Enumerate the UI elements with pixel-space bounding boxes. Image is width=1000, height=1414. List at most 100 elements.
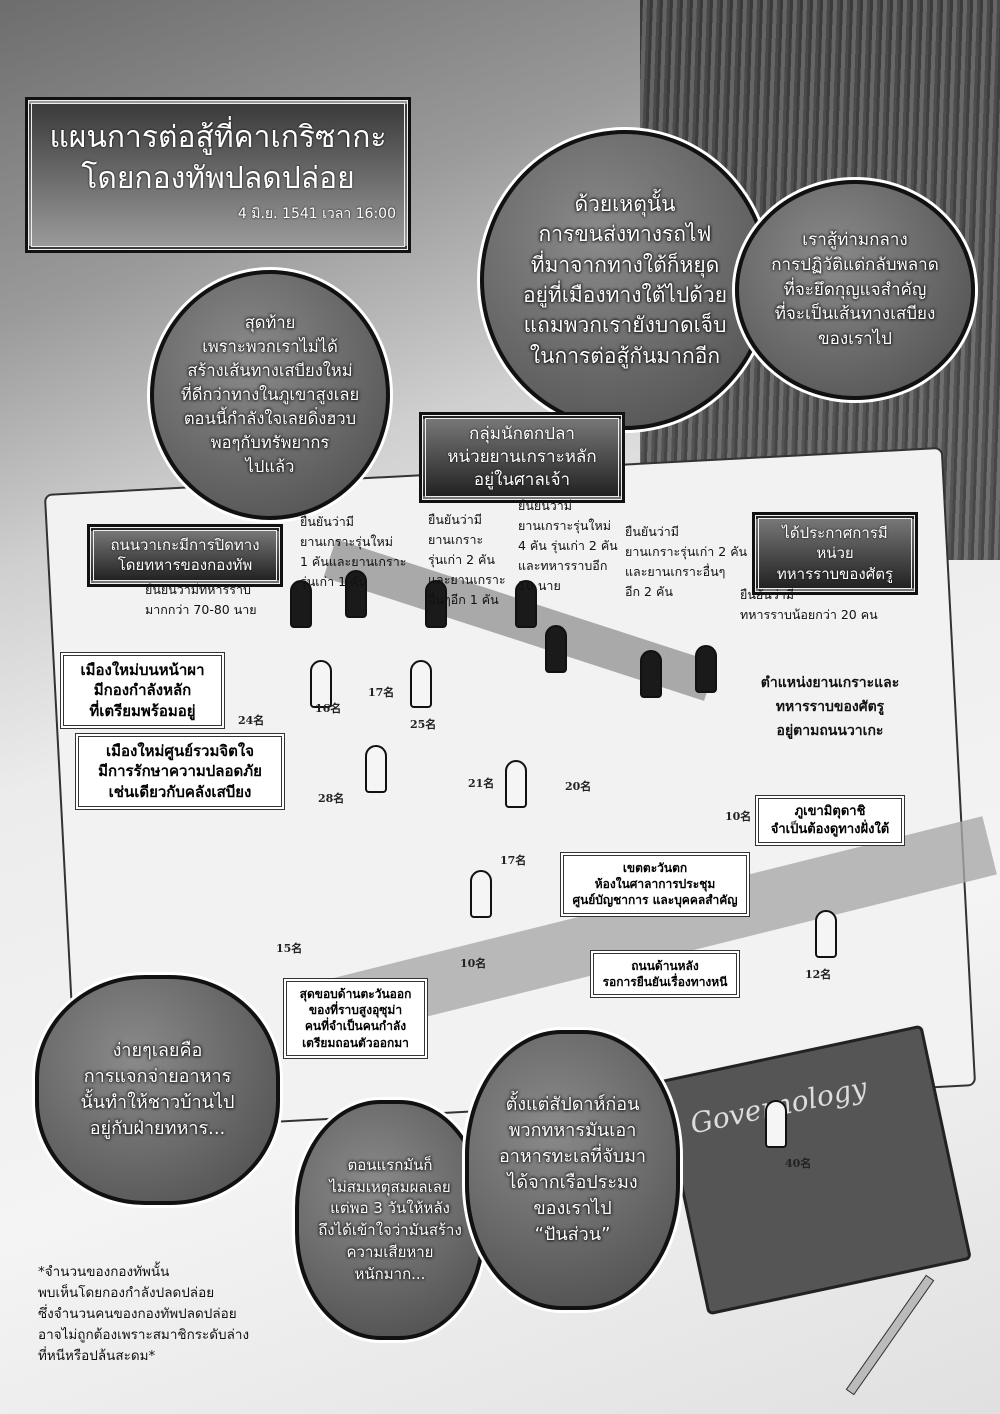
unit-count: 17名 [368, 686, 395, 699]
bubble-line: พวกทหารมันเอา [508, 1119, 637, 1141]
bubble-line: อาหารทะเลที่จับมา [498, 1145, 647, 1167]
footnote-line: ที่หนีหรือปล้นสะดม* [38, 1347, 156, 1364]
bubble-line: ได้จากเรือประมง [507, 1172, 638, 1193]
unit-count: 10名 [460, 957, 487, 970]
label-line: ศูนย์บัญชาการ และบุคคลสำคัญ [572, 893, 738, 908]
bubble-line: แถมพวกเรายังบาดเจ็บ [523, 313, 727, 338]
label-mt-mitsudachi: ภูเขามิตุดาชิจำเป็นต้องดูทางฝั่งใต้ [755, 795, 905, 847]
note-line: ยืนยันว่ามีทหารราบ [145, 582, 251, 597]
label-line: ถนนด้านหลัง [631, 959, 699, 973]
label-line: อยู่ในศาลเจ้า [473, 469, 571, 490]
bubble-line: สร้างเส้นทางเสบียงใหม่ [187, 361, 353, 381]
title-line: โดยกองทัพปลดปล่อย [81, 160, 355, 196]
label-line: กลุ่มนักตกปลา [469, 424, 575, 444]
label-enemy-infantry: ได้ประกาศการมีหน่วยทหารราบของศัตรู [752, 512, 918, 595]
unit-count: 17名 [500, 854, 527, 867]
white-chess-piece [470, 870, 492, 918]
white-chess-piece [310, 660, 332, 708]
footnote-line: พบเห็นโดยกองกำลังปลดปล่อย [38, 1284, 215, 1301]
speech-bubble: ตั้งแต่สัปดาห์ก่อนพวกทหารมันเอาอาหารทะเล… [465, 1030, 680, 1310]
note-line: ยืนยันว่ามี [428, 512, 483, 527]
bubble-line: ที่มาจากทางใต้ก็หยุด [530, 252, 720, 277]
bubble-line: เพราะพวกเราไม่ได้ [202, 337, 338, 357]
bubble-line: นั้นทำให้ชาวบ้านไป [80, 1092, 235, 1113]
label-line: เมืองใหม่ศูนย์รวมจิตใจ [105, 742, 255, 760]
note-line: ยืนยันว่ามี [625, 524, 680, 539]
bubble-line: ง่ายๆเลยคือ [112, 1039, 203, 1061]
label-fishermen: กลุ่มนักตกปลาหน่วยยานเกราะหลักอยู่ในศาลเ… [419, 412, 625, 503]
speech-bubble: ง่ายๆเลยคือการแจกจ่ายอาหารนั้นทำให้ชาวบ้… [35, 975, 280, 1205]
label-back-road: ถนนด้านหลังรอการยืนยันเรื่องทางหนี [590, 950, 740, 999]
bubble-line: การขนส่งทางรถไฟ [538, 222, 712, 247]
note-armor: ยืนยันว่ามียานเกราะรุ่นเก่า 2 คันและยานเ… [428, 510, 506, 610]
bubble-line: ตอนแรกมันก็ [347, 1155, 433, 1174]
label-line: ได้ประกาศการมีหน่วย [782, 524, 888, 563]
bubble-line: การปฏิวัติแต่กลับพลาด [771, 255, 939, 276]
label-center-town: เมืองใหม่ศูนย์รวมจิตใจมีการรักษาความปลอด… [75, 733, 285, 810]
note-line: 1 คันและยานเกราะ [300, 554, 407, 569]
bubble-line: ด้วยเหตุนั้น [574, 191, 676, 216]
label-line: โดยทหารของกองทัพ [117, 556, 253, 575]
note-line: มากกว่า 70-80 นาย [145, 602, 257, 617]
label-line: ของที่ราบสูงอุซุม่า [308, 1003, 403, 1018]
unit-count: 10名 [725, 810, 752, 823]
unit-count: 24名 [238, 714, 265, 727]
note-line: ทหารราบน้อยกว่า 20 คน [740, 607, 878, 622]
bubble-line: ความเสียหาย [346, 1242, 434, 1261]
bubble-line: พอๆกับทรัพยากร [210, 432, 330, 452]
label-line: ที่เตรียมพร้อมอยู่ [89, 701, 196, 720]
label-line: เขตตะวันตก [622, 861, 688, 875]
white-chess-piece [765, 1100, 787, 1148]
note-line: ยืนยันว่ามี [740, 587, 795, 602]
note-infantry: ยืนยันว่ามีทหารราบมากกว่า 70-80 นาย [145, 580, 257, 620]
footnote: *จำนวนของกองทัพนั้นพบเห็นโดยกองกำลังปลดป… [38, 1262, 249, 1367]
label-line: สุดขอบด้านตะวันออก [299, 987, 412, 1001]
black-chess-piece [695, 645, 717, 693]
footnote-line: *จำนวนของกองทัพนั้น [38, 1264, 170, 1280]
bubble-line: “ปันส่วน” [534, 1224, 611, 1246]
label-line: รอการยืนยันเรื่องทางหนี [602, 975, 728, 990]
label-line: เตรียมถอนตัวออกมา [302, 1035, 409, 1050]
bubble-line: ที่ดีกว่าทางในภูเขาสูงเลย [180, 385, 360, 405]
note-line: ยานเกราะรุ่นใหม่ [518, 518, 612, 533]
bubble-line: ตอนนี้กำลังใจเลยดิ่งฮวบ [183, 408, 357, 428]
label-line: ตำแหน่งยานเกราะและ [760, 675, 900, 691]
label-enemy-position: ตำแหน่งยานเกราะและทหารราบของศัตรูอยู่ตาม… [725, 672, 935, 743]
note-armor: ยืนยันว่ามียานเกราะรุ่นใหม่4 คัน รุ่นเก่… [518, 496, 618, 596]
unit-count: 12名 [805, 968, 832, 981]
label-line: เมืองใหม่บนหน้าผา [80, 661, 205, 679]
unit-count: 28名 [318, 792, 345, 805]
note-line: รุ่นเก่า 2 คัน [428, 552, 495, 567]
black-chess-piece [640, 650, 662, 698]
label-cliff-town: เมืองใหม่บนหน้าผามีกองกำลังหลักที่เตรียม… [60, 652, 225, 729]
note-armor: ยืนยันว่ามียานเกราะรุ่นใหม่1 คันและยานเก… [300, 512, 406, 592]
note-line: และทหารราบอีก [518, 558, 608, 573]
unit-count: 40名 [785, 1157, 812, 1170]
bubble-line: ตั้งแต่สัปดาห์ก่อน [505, 1093, 640, 1115]
note-line: ยานเกราะรุ่นใหม่ [300, 534, 394, 549]
bubble-line: อยู่กับฝ่ายทหาร... [89, 1118, 226, 1140]
unit-count: 15名 [276, 942, 303, 955]
speech-bubble: ด้วยเหตุนั้นการขนส่งทางรถไฟที่มาจากทางใต… [480, 130, 770, 430]
label-line: มีการรักษาความปลอดภัย [98, 762, 262, 781]
speech-bubble: ตอนแรกมันก็ไม่สมเหตุสมผลเลยแต่พอ 3 วันให… [295, 1100, 485, 1340]
note-line: และยานเกราะ [428, 572, 506, 587]
note-line: อื่นๆอีก 1 คัน [428, 592, 499, 607]
note-line: 4 คัน รุ่นเก่า 2 คัน [518, 538, 618, 553]
bubble-line: ถึงได้เข้าใจว่ามันสร้าง [318, 1221, 462, 1239]
white-chess-piece [410, 660, 432, 708]
speech-bubble: เราสู้ท่ามกลางการปฏิวัติแต่กลับพลาดที่จะ… [735, 180, 975, 400]
bubble-line: อยู่ที่เมืองทางใต้ไปด้วย [522, 283, 728, 307]
unit-count: 20名 [565, 780, 592, 793]
label-line: มีกองกำลังหลัก [93, 681, 192, 700]
black-chess-piece [515, 580, 537, 628]
footnote-line: ซึ่งจำนวนคนของกองทัพปลดปล่อย [38, 1305, 237, 1322]
bubble-line: เราสู้ท่ามกลาง [802, 230, 908, 251]
label-line: คนที่จำเป็นคนกำลัง [304, 1019, 407, 1034]
label-line: จำเป็นต้องดูทางฝั่งใต้ [770, 821, 890, 837]
note-line: ยานเกราะ [428, 532, 484, 547]
title-box: แผนการต่อสู้ที่คาเกริซากะ โดยกองทัพปลดปล… [25, 97, 411, 253]
note-line: ยานเกราะรุ่นเก่า 2 คัน [625, 544, 748, 559]
speech-bubble: สุดท้ายเพราะพวกเราไม่ได้สร้างเส้นทางเสบี… [150, 270, 390, 520]
white-chess-piece [365, 745, 387, 793]
